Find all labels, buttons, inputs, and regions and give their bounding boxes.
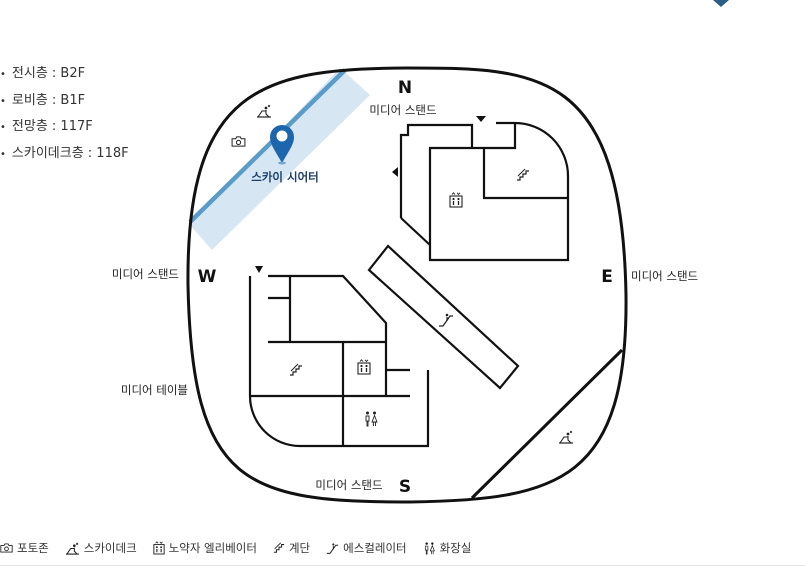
corner-marker-icon (713, 0, 729, 7)
floor-item-117f[interactable]: 전망층 : 117F (0, 114, 129, 141)
floor-item-b1f[interactable]: 로비층 : B1F (0, 88, 129, 115)
legend-label: 노약자 엘리베이터 (168, 541, 257, 555)
media-stand-north-label: 미디어 스탠드 (369, 103, 436, 117)
floor-item-b2f[interactable]: 전시층 : B2F (0, 61, 129, 88)
sw-entrance-marker (255, 266, 263, 273)
escalator-icon (326, 542, 339, 554)
ne-side-marker (392, 167, 398, 177)
camera-icon (0, 543, 13, 553)
legend-label: 계단 (288, 541, 311, 555)
legend-escalator: 에스컬레이터 (326, 540, 407, 556)
bottom-divider (0, 565, 805, 566)
escalator-corridor (367, 244, 520, 390)
stairs-icon (273, 542, 285, 553)
compass-west: W (198, 267, 217, 287)
skydeck-icon (558, 430, 574, 444)
media-stand-east-label: 미디어 스탠드 (631, 269, 698, 283)
photo-zone-icon (231, 136, 246, 147)
southwest-core (248, 274, 430, 448)
map-legend: 포토존 스카이데크 노약자 엘리베이터 계단 에스컬레이터 화장실 (0, 540, 487, 556)
compass-east: E (601, 267, 613, 287)
floor-map: 스카이 시어터 N S E W 미디어 스탠드 미디어 스탠드 미디어 스탠드 … (112, 66, 698, 504)
skydeck-icon (256, 104, 272, 118)
building-outline (186, 66, 628, 504)
stairs-icon (516, 168, 530, 181)
restroom-icon (365, 411, 378, 427)
elevator-icon (449, 192, 463, 208)
legend-label: 포토존 (17, 541, 49, 555)
sky-theater-window (188, 68, 347, 224)
media-stand-west-label: 미디어 스탠드 (112, 267, 179, 281)
compass-north: N (398, 78, 412, 98)
legend-photo-zone: 포토존 (0, 540, 49, 556)
escalator-icon (438, 313, 454, 327)
sky-theater-pin[interactable] (270, 125, 294, 165)
legend-skydeck: 스카이데크 (65, 540, 137, 556)
ne-entrance-marker (476, 116, 486, 122)
legend-elevator: 노약자 엘리베이터 (152, 540, 257, 556)
legend-label: 스카이데크 (83, 541, 137, 555)
compass-south: S (399, 477, 411, 497)
legend-label: 화장실 (439, 541, 472, 555)
media-stand-south-label: 미디어 스탠드 (315, 478, 382, 492)
legend-label: 에스컬레이터 (343, 541, 407, 555)
elevator-icon (152, 541, 165, 555)
floor-list: 전시층 : B2F 로비층 : B1F 전망층 : 117F 스카이데크층 : … (0, 61, 129, 167)
sky-theater-label: 스카이 시어터 (251, 170, 318, 184)
legend-restroom: 화장실 (423, 540, 472, 556)
floor-item-118f[interactable]: 스카이데크층 : 118F (0, 141, 129, 168)
media-table-label: 미디어 테이블 (121, 383, 188, 397)
elevator-icon (357, 359, 371, 375)
location-pin-icon (270, 125, 294, 163)
skydeck-icon (65, 541, 80, 555)
southeast-wall (470, 348, 624, 500)
stairs-icon (289, 363, 303, 376)
restroom-icon (424, 541, 435, 555)
northeast-core (399, 121, 570, 262)
legend-stairs: 계단 (273, 540, 310, 556)
